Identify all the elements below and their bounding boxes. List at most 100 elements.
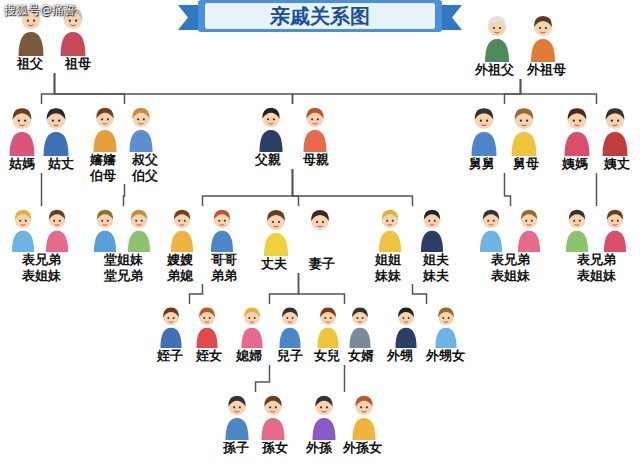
relation-label: 外孫 <box>306 440 332 456</box>
family-group: 媳婦兒子 <box>230 304 308 364</box>
person-figure <box>531 16 555 62</box>
family-group: 父親母親 <box>246 104 338 168</box>
family-line <box>124 184 125 206</box>
label-row: 父親母親 <box>246 152 338 168</box>
label-row: 嬸嬸 伯母叔父 伯父 <box>84 152 164 183</box>
relation-label: 外孫女 <box>343 440 382 456</box>
relation-label: 姪子 <box>157 348 183 364</box>
title-box: 亲戚关系图 <box>206 3 434 29</box>
family-group: 表兄弟 表姐妹 <box>470 206 550 283</box>
family-group: 嬸嬸 伯母叔父 伯父 <box>84 104 164 183</box>
label-row: 外甥外甥女 <box>382 348 470 364</box>
person-figure <box>261 396 284 440</box>
person-figure <box>171 210 193 252</box>
person-figure <box>46 210 68 252</box>
person-figure <box>94 210 116 252</box>
family-group: 堂姐妹 堂兄弟 <box>86 206 160 283</box>
label-row: 媳婦兒子 <box>230 348 308 364</box>
relation-label: 外祖父 <box>475 62 514 78</box>
family-group: 丈夫 妻子 <box>252 206 344 272</box>
relation-label: 姨媽 <box>562 156 588 172</box>
family-line <box>190 284 203 304</box>
relation-label: 姐夫 妹夫 <box>423 252 449 283</box>
label-row: 姪子姪女 <box>152 348 226 364</box>
relation-label: 嫂嫂 弟媳 <box>167 252 193 283</box>
label-row: 表兄弟 表姐妹 <box>556 252 636 283</box>
person-figure <box>349 308 370 348</box>
person-figure <box>128 210 150 252</box>
relation-label: 媳婦 <box>236 348 262 364</box>
person-figure <box>225 396 248 440</box>
relation-label: 嬸嬸 伯母 <box>90 152 116 183</box>
family-line <box>293 169 413 206</box>
person-figure <box>379 210 401 252</box>
person-figure <box>279 308 300 348</box>
person-figure <box>485 16 509 62</box>
family-line <box>293 169 299 206</box>
family-line <box>299 273 345 304</box>
relation-label: 姑媽 <box>9 156 35 172</box>
family-group: 姪子姪女 <box>152 304 226 364</box>
relation-label: 姨丈 <box>604 156 630 172</box>
family-group: 姨媽姨丈 <box>556 104 636 172</box>
person-figure <box>196 308 217 348</box>
person-figure <box>512 108 537 156</box>
person-figure <box>241 308 262 348</box>
family-group: 嫂嫂 弟媳哥哥 弟弟 <box>160 206 244 283</box>
relation-label: 堂姐妹 堂兄弟 <box>104 252 143 283</box>
family-line <box>293 79 521 104</box>
relation-label: 舅舅 <box>469 156 495 172</box>
person-figure <box>421 210 443 252</box>
person-figure <box>518 210 540 252</box>
person-figure <box>435 308 456 348</box>
person-figure <box>93 108 116 152</box>
relation-label: 妻子 <box>309 256 335 272</box>
person-figure <box>312 396 335 440</box>
person-figure <box>44 108 69 156</box>
person-figure <box>480 210 502 252</box>
family-line <box>270 273 299 304</box>
person-figure <box>303 108 326 152</box>
label-row: 嫂嫂 弟媳哥哥 弟弟 <box>160 252 244 283</box>
person-figure <box>604 210 626 252</box>
relation-label: 舅母 <box>513 156 539 172</box>
relation-label: 外祖母 <box>527 62 566 78</box>
person-figure <box>308 210 332 256</box>
person-figure <box>259 108 282 152</box>
family-line <box>55 73 125 104</box>
relation-label: 父親 <box>255 152 281 168</box>
label-row: 姐姐 妹妹姐夫 妹夫 <box>366 252 458 283</box>
relation-label: 女婿 <box>348 348 374 364</box>
label-row: 外祖父外祖母 <box>470 62 570 78</box>
person-figure <box>264 210 288 256</box>
title-banner <box>198 0 442 32</box>
label-row: 外孫外孫女 <box>302 440 386 456</box>
family-line <box>41 173 42 206</box>
label-row: 女兒女婿 <box>312 348 376 364</box>
relation-label: 女兒 <box>314 348 340 364</box>
family-group: 表兄弟 表姐妹 <box>556 206 636 283</box>
relation-label: 姑丈 <box>48 156 74 172</box>
family-line <box>505 173 511 206</box>
label-row: 表兄弟 表姐妹 <box>4 252 78 283</box>
person-figure <box>211 210 233 252</box>
family-group: 外孫外孫女 <box>302 392 386 456</box>
title-banner-inner <box>205 3 435 29</box>
relation-label: 孫子 <box>223 440 249 456</box>
family-line <box>596 173 597 206</box>
relation-label: 表兄弟 表姐妹 <box>22 252 61 283</box>
person-figure <box>317 308 338 348</box>
family-line <box>203 169 293 206</box>
person-figure <box>129 108 152 152</box>
relation-label: 丈夫 <box>261 256 287 272</box>
family-line <box>413 284 427 304</box>
label-row: 丈夫 妻子 <box>252 256 344 272</box>
person-figure <box>565 108 590 156</box>
watermark: 搜狐号@痛誓 <box>4 2 76 19</box>
family-group: 表兄弟 表姐妹 <box>4 206 78 283</box>
family-line <box>521 79 597 104</box>
family-line <box>256 365 270 392</box>
relation-label: 外甥 <box>387 348 413 364</box>
family-group: 姑媽姑丈 <box>4 104 78 172</box>
